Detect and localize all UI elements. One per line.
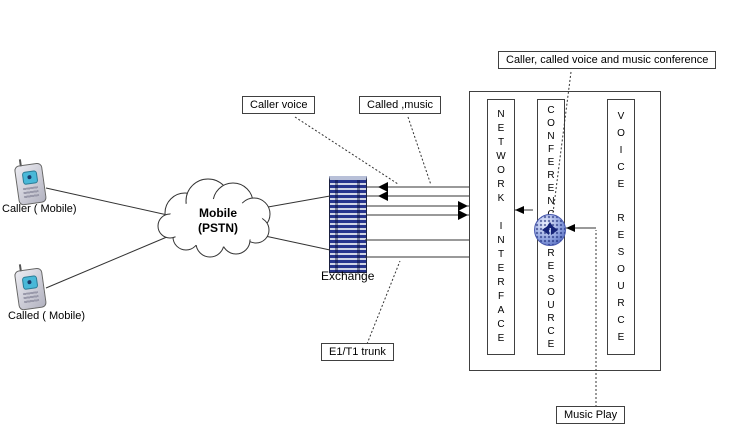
phone-keypad xyxy=(22,291,40,305)
phone-keypad xyxy=(22,186,40,200)
music-play-callout: Music Play xyxy=(556,406,626,424)
network-interface-box: N E T W O R K I N T E R F A C E xyxy=(487,99,515,355)
voice-resource-box: V O I C E R E S O U R C E xyxy=(607,99,635,355)
exchange-label: Exchange xyxy=(321,269,375,283)
caller-mobile-label: Caller ( Mobile) xyxy=(2,203,77,215)
phone-screen xyxy=(21,275,39,291)
caller-phone-icon xyxy=(13,156,49,206)
phone-body xyxy=(13,162,48,206)
phone-screen xyxy=(21,170,39,186)
called-phone-icon xyxy=(13,261,49,311)
caller-voice-callout: Caller voice xyxy=(242,96,316,114)
pstn-cloud-label: Mobile (PSTN) xyxy=(198,206,238,235)
called-mobile-label: Called ( Mobile) xyxy=(8,310,86,322)
e1t1-trunk-callout: E1/T1 trunk xyxy=(321,343,394,361)
phone-screen-dot xyxy=(27,174,32,180)
voice-resource-label: V O I C E R E S O U R C E xyxy=(617,111,625,343)
conference-callout: Caller, called voice and music conferenc… xyxy=(498,51,717,69)
phone-screen-dot xyxy=(27,279,32,285)
called-music-callout: Called ,music xyxy=(359,96,442,114)
exchange-rack-icon xyxy=(329,176,367,273)
phone-body xyxy=(13,267,48,311)
conference-sphere-icon xyxy=(534,214,566,246)
sphere-inner-arrows xyxy=(542,222,558,235)
network-interface-label: N E T W O R K I N T E R F A C E xyxy=(496,109,506,344)
